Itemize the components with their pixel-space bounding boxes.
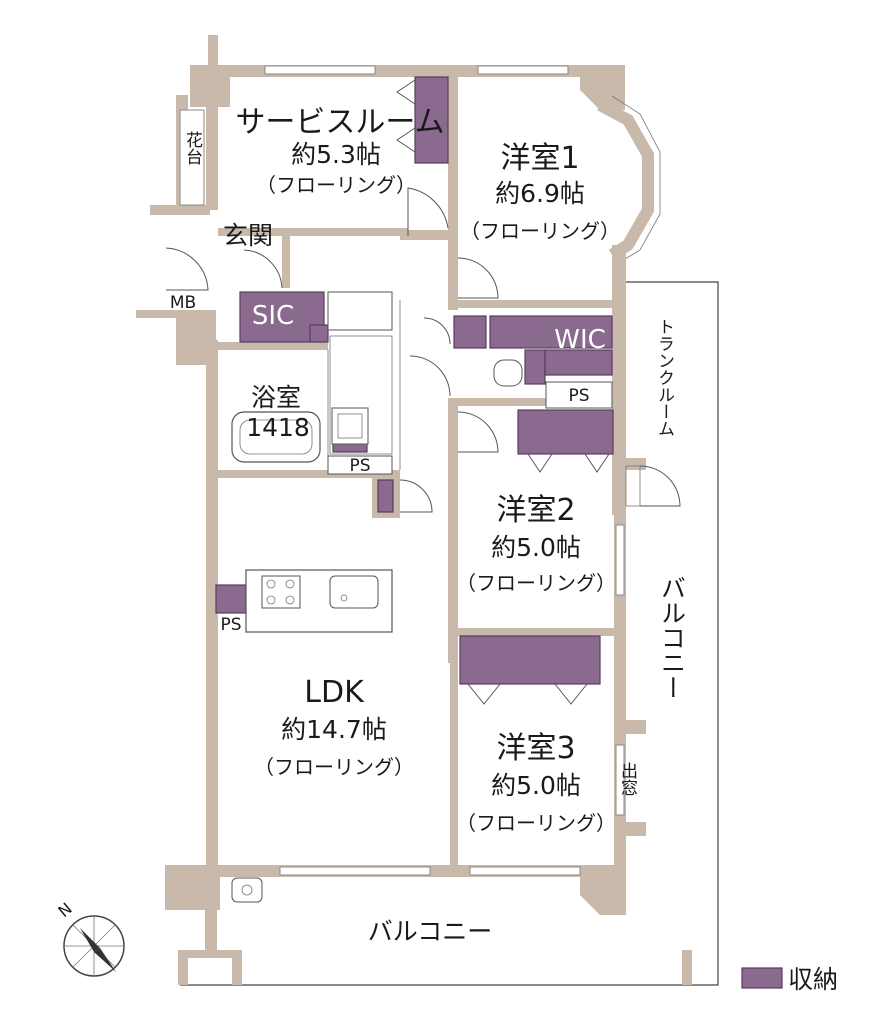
western1-size: 約6.9帖: [495, 179, 585, 208]
balcony-south-label: バルコニー: [368, 917, 493, 946]
legend: 収納: [741, 965, 838, 994]
service-room-floor: （フローリング）: [256, 173, 416, 197]
bay-window-label: 出窓: [617, 762, 638, 796]
entrance-name: 玄関: [223, 221, 273, 250]
bath-name: 浴室: [251, 383, 301, 412]
service-room-size: 約5.3帖: [291, 140, 381, 169]
trunk-room-label: トランクルーム: [654, 318, 674, 437]
service-room-name: サービスルーム: [235, 105, 444, 140]
flower-bed-label: 花台: [182, 131, 203, 165]
bath-size: 1418: [246, 413, 310, 442]
sic-label: SIC: [252, 301, 294, 331]
legend-swatch: [741, 967, 783, 989]
ps-label-3: PS: [220, 615, 241, 635]
ps-label-2: PS: [349, 456, 370, 476]
ps-boxes: [327, 381, 613, 475]
western3-name: 洋室3: [496, 731, 575, 766]
ldk-name: LDK: [304, 675, 365, 710]
bath-fixtures: [231, 291, 523, 903]
windows: [179, 65, 625, 876]
ps-label-1: PS: [568, 386, 589, 406]
compass: N: [54, 899, 125, 977]
closet-doors: [396, 79, 610, 705]
mb-label: MB: [170, 293, 196, 313]
western2-floor: （フローリング）: [456, 571, 616, 595]
balcony-outline: [178, 281, 719, 986]
western2-size: 約5.0帖: [491, 533, 581, 562]
kitchen-counter: [245, 569, 393, 633]
wic-label: WIC: [554, 325, 606, 355]
western3-floor: （フローリング）: [456, 811, 616, 835]
balcony-east-label: バルコニー: [658, 575, 687, 700]
western3-size: 約5.0帖: [491, 771, 581, 800]
ldk-size: 約14.7帖: [281, 715, 387, 744]
western1-floor: （フローリング）: [460, 219, 620, 243]
interior-walls: [216, 75, 618, 867]
legend-label: 収納: [788, 965, 838, 994]
storage-areas: [215, 76, 614, 685]
western2-name: 洋室2: [496, 493, 575, 528]
western1-name: 洋室1: [500, 141, 579, 176]
north-label: N: [54, 899, 75, 921]
ldk-floor: （フローリング）: [254, 755, 414, 779]
doors: [165, 187, 681, 513]
